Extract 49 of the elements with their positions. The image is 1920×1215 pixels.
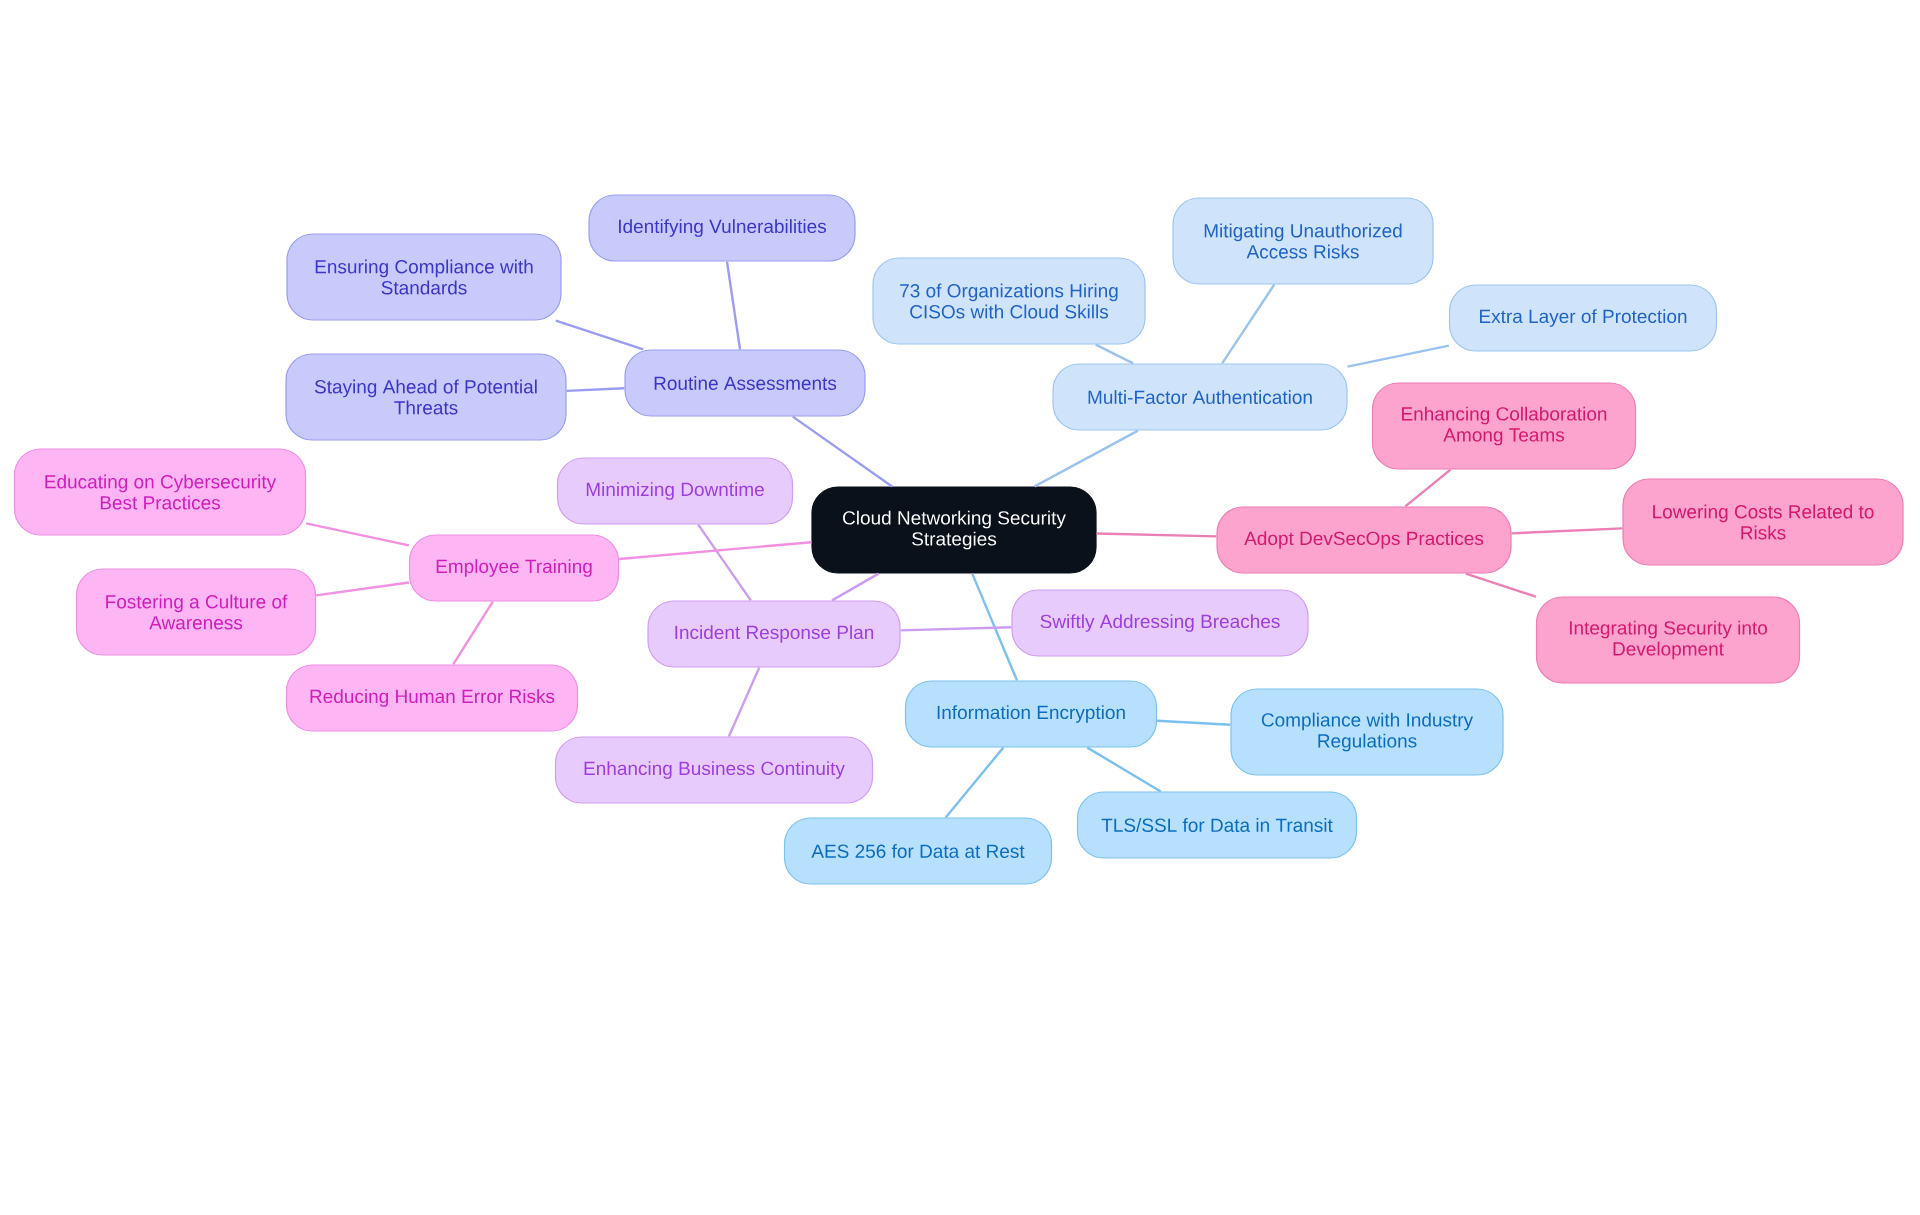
branch-topic-box: Multi-Factor Authentication — [1052, 363, 1348, 431]
connector-line — [900, 626, 1012, 632]
branch-topic-box: Adopt DevSecOps Practices — [1216, 506, 1512, 574]
connector-line — [1221, 283, 1276, 365]
connector-line — [1404, 468, 1452, 508]
connector-line — [619, 541, 812, 561]
connector-line — [1095, 343, 1134, 365]
connector-line — [725, 261, 742, 350]
connector-line — [831, 572, 880, 602]
connector-line — [1034, 429, 1139, 488]
connector-line — [555, 319, 644, 351]
branch-topic-box: Employee Training — [408, 534, 620, 602]
connector-line — [1157, 719, 1231, 726]
connector-line — [566, 387, 625, 393]
subtopic-box: Swiftly Addressing Breaches — [1011, 589, 1309, 657]
subtopic-box: TLS/SSL for Data in Transit — [1076, 791, 1358, 859]
subtopic-box: Lowering Costs Related to Risks — [1622, 478, 1904, 566]
subtopic-box: Enhancing Business Continuity — [554, 736, 874, 804]
subtopic-box: Identifying Vulnerabilities — [588, 194, 856, 262]
connector-line — [944, 746, 1005, 819]
connector-line — [792, 415, 893, 488]
connector-line — [452, 600, 494, 666]
connector-line — [305, 522, 410, 547]
connector-line — [1511, 527, 1623, 535]
subtopic-box: 73 of Organizations Hiring CISOs with Cloud Skills — [872, 257, 1146, 345]
subtopic-box: Educating on Cybersecurity Best Practices — [13, 448, 307, 536]
subtopic-box: Staying Ahead of Potential Threats — [285, 353, 567, 441]
branch-topic-box: Routine Assessments — [624, 349, 866, 417]
connector-line — [315, 581, 410, 597]
connector-line — [1465, 572, 1537, 598]
central-topic-box: Cloud Networking Security Strategies — [811, 486, 1097, 574]
subtopic-box: Enhancing Collaboration Among Teams — [1371, 382, 1637, 470]
subtopic-box: Reducing Human Error Risks — [285, 664, 579, 732]
subtopic-box: Compliance with Industry Regulations — [1230, 688, 1504, 776]
connector-line — [1347, 344, 1450, 368]
connector-line — [727, 667, 761, 737]
subtopic-box: Minimizing Downtime — [556, 457, 794, 525]
subtopic-box: AES 256 for Data at Rest — [783, 817, 1053, 885]
subtopic-box: Mitigating Unauthorized Access Risks — [1172, 197, 1434, 285]
subtopic-box: Extra Layer of Protection — [1448, 284, 1718, 352]
subtopic-box: Fostering a Culture of Awareness — [75, 568, 317, 656]
branch-topic-box: Information Encryption — [904, 680, 1158, 748]
connector-line — [1086, 746, 1162, 793]
connector-line — [697, 523, 752, 602]
subtopic-box: Ensuring Compliance with Standards — [286, 233, 562, 321]
branch-topic-box: Incident Response Plan — [647, 600, 901, 668]
connector-line — [1096, 532, 1217, 538]
subtopic-box: Integrating Security into Development — [1535, 596, 1801, 684]
connector-line — [971, 573, 1019, 681]
